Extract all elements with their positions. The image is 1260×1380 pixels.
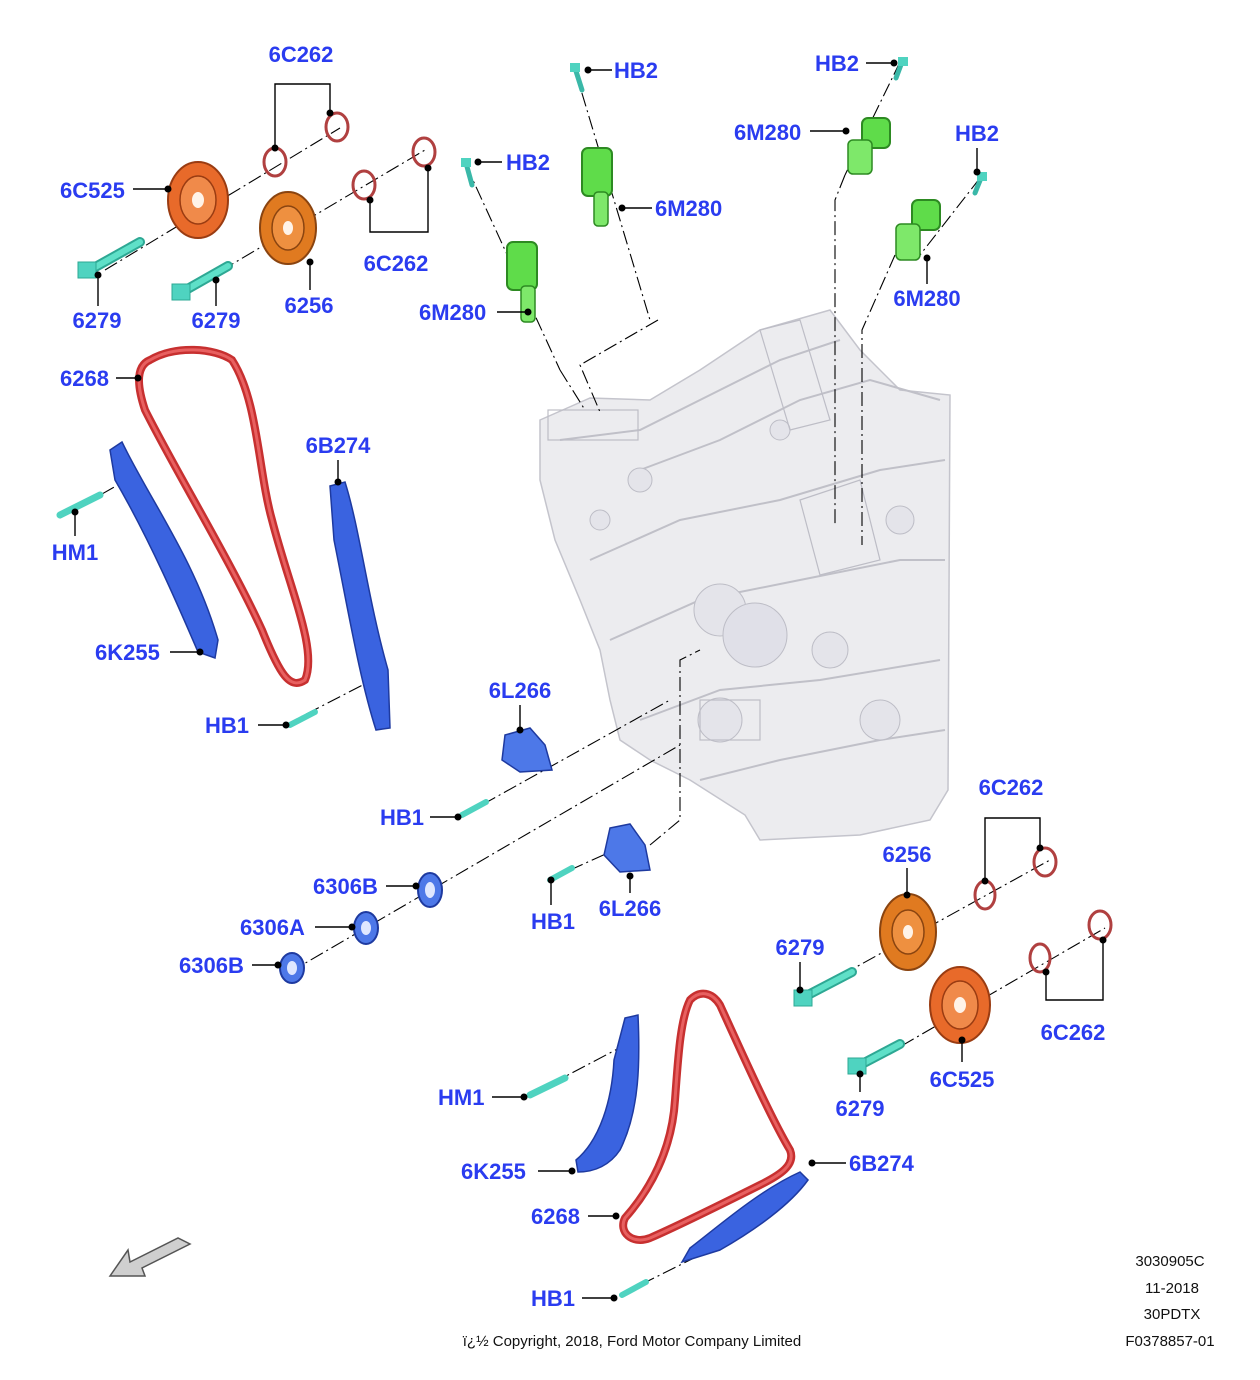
label-6m280-3: 6M280 — [734, 120, 801, 145]
label-6256-br: 6256 — [883, 842, 932, 867]
diagram-reference: F0378857-01 — [1125, 1333, 1214, 1350]
chain-guide-6b274-tl — [329, 481, 391, 731]
sprocket-6306b-1 — [417, 872, 443, 908]
bolt-hb1-2 — [459, 799, 489, 818]
label-6306b-2: 6306B — [179, 953, 244, 978]
bolt-hb2-3 — [893, 57, 908, 81]
label-6279-br2: 6279 — [836, 1096, 885, 1121]
cam-phaser-6c525-tl — [167, 161, 229, 239]
solenoid-6m280-2 — [506, 241, 538, 323]
chain-guide-6k255-tl — [109, 440, 219, 660]
bolt-hm1-tl — [56, 491, 104, 519]
label-hm1-br: HM1 — [438, 1085, 484, 1110]
label-hb1-2: HB1 — [380, 805, 424, 830]
label-6279-tl2: 6279 — [192, 308, 241, 333]
sprocket-6306b-2 — [279, 952, 305, 984]
o-ring-6c262-g — [1028, 942, 1052, 974]
sprocket-6306a — [353, 911, 379, 945]
bolt-hb2-2 — [461, 158, 475, 188]
front-direction-arrow-icon — [108, 1237, 192, 1277]
tensioner-6l266-1 — [501, 727, 553, 773]
bolt-hb2-4 — [972, 172, 987, 196]
diagram-date: 11-2018 — [1145, 1280, 1199, 1297]
o-ring-6c262-e — [973, 879, 997, 911]
label-6c525-br: 6C525 — [930, 1067, 995, 1092]
label-6l266-1: 6L266 — [489, 678, 551, 703]
tensioner-6l266-2 — [603, 823, 651, 873]
label-6c262-tl: 6C262 — [269, 42, 334, 67]
label-6k255-br: 6K255 — [461, 1159, 526, 1184]
label-6256-tl: 6256 — [285, 293, 334, 318]
timing-chain-6268-tl — [135, 345, 313, 687]
o-ring-6c262-b — [324, 111, 350, 143]
label-6306b-1: 6306B — [313, 874, 378, 899]
bolt-hb1-br — [619, 1279, 649, 1298]
label-6c262-br1: 6C262 — [979, 775, 1044, 800]
label-hb1-3: HB1 — [531, 909, 575, 934]
chain-guide-6b274-br — [680, 1171, 809, 1264]
timing-chain-6268-br — [619, 989, 796, 1244]
cam-phaser-6256-br — [879, 893, 937, 971]
label-hb2-1: HB2 — [614, 58, 658, 83]
label-hb2-3: HB2 — [815, 51, 859, 76]
o-ring-6c262-c — [351, 169, 377, 201]
bolt-hb1-tl — [287, 709, 318, 728]
label-hb2-2: HB2 — [506, 150, 550, 175]
label-6l266-2: 6L266 — [599, 896, 661, 921]
label-6k255-tl: 6K255 — [95, 640, 160, 665]
solenoid-6m280-3 — [847, 117, 891, 175]
copyright-text: ï¿½ Copyright, 2018, Ford Motor Company … — [463, 1333, 801, 1350]
bolt-hm1-br — [526, 1074, 569, 1099]
o-ring-6c262-a — [262, 146, 288, 178]
o-ring-6c262-f — [1032, 846, 1058, 878]
callout-leaders — [71, 59, 1107, 1302]
label-6279-br1: 6279 — [776, 935, 825, 960]
bolt-hb2-1 — [570, 63, 585, 93]
part-labels: 6C262 6C525 6C262 6279 6279 6256 HB2 HB2… — [52, 42, 1106, 1311]
label-6b274-tl: 6B274 — [306, 433, 372, 458]
diagram-metadata: 3030905C 11-2018 30PDTX F0378857-01 ï¿½ … — [463, 1253, 1215, 1350]
bolt-6279-tl2 — [171, 261, 233, 301]
label-6268-tl: 6268 — [60, 366, 109, 391]
diagram-code: 3030905C — [1135, 1253, 1204, 1270]
cam-phaser-6c525-br — [929, 966, 991, 1044]
label-6b274-br: 6B274 — [849, 1151, 915, 1176]
label-6m280-2: 6M280 — [419, 300, 486, 325]
label-6c262-tl2: 6C262 — [364, 251, 429, 276]
label-hm1-tl: HM1 — [52, 540, 98, 565]
label-hb2-4: HB2 — [955, 121, 999, 146]
label-hb1-tl: HB1 — [205, 713, 249, 738]
chain-guide-6k255-br — [575, 1014, 640, 1173]
label-6c525-tl: 6C525 — [60, 178, 125, 203]
solenoid-6m280-4 — [895, 199, 941, 261]
bolt-6279-tl1 — [77, 237, 145, 279]
o-ring-6c262-h — [1087, 909, 1113, 941]
label-6c262-br2: 6C262 — [1041, 1020, 1106, 1045]
bracket-leaders — [274, 83, 1104, 1001]
label-6m280-1: 6M280 — [655, 196, 722, 221]
solenoid-6m280-1 — [581, 147, 613, 227]
cam-phaser-6256-tl — [259, 191, 317, 265]
bolt-6279-br2 — [847, 1039, 905, 1075]
label-6m280-4: 6M280 — [893, 286, 960, 311]
engine-block — [539, 309, 951, 841]
label-6279-tl1: 6279 — [73, 308, 122, 333]
diagram-model: 30PDTX — [1144, 1306, 1201, 1323]
label-hb1-br: HB1 — [531, 1286, 575, 1311]
bolt-6279-br1 — [793, 967, 857, 1007]
label-6306a: 6306A — [240, 915, 305, 940]
label-6268-br: 6268 — [531, 1204, 580, 1229]
o-ring-6c262-d — [411, 136, 437, 168]
